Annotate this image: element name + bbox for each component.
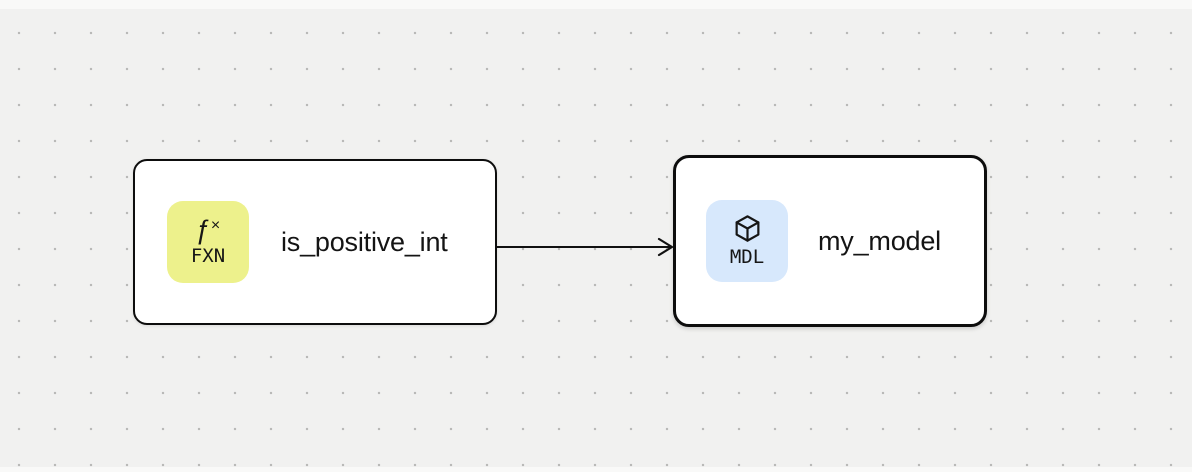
badge-type-label: MDL xyxy=(729,246,765,269)
canvas-top-fade xyxy=(0,0,1192,9)
function-x-glyph: × xyxy=(210,216,221,234)
edge-connector[interactable] xyxy=(497,237,674,257)
badge-type-label: FXN xyxy=(190,244,226,267)
node-label: is_positive_int xyxy=(281,226,448,257)
node-is-positive-int[interactable]: ƒ × FXN is_positive_int xyxy=(133,159,497,325)
canvas-bottom-fade xyxy=(0,467,1192,472)
cube-icon xyxy=(735,215,759,242)
function-icon: ƒ × xyxy=(195,214,221,245)
edge-arrowhead-icon xyxy=(657,237,674,257)
model-type-badge: MDL xyxy=(706,200,788,282)
node-my-model[interactable]: MDL my_model xyxy=(673,155,987,327)
function-type-badge: ƒ × FXN xyxy=(167,201,249,283)
function-f-glyph: ƒ xyxy=(195,214,211,245)
node-label: my_model xyxy=(818,225,941,256)
